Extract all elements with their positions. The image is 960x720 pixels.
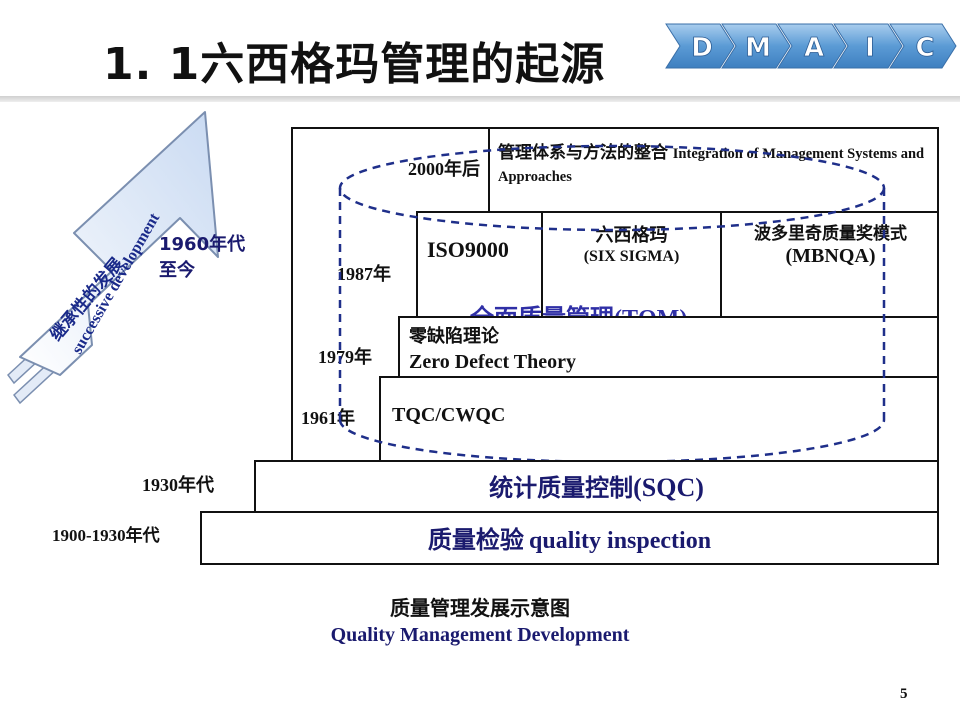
sqc-label: 统计质量控制(SQC) [254, 468, 939, 503]
tqm-cylinder [338, 144, 886, 464]
tqc-cwqc-label: TQC/CWQC [392, 404, 506, 426]
year-1987: 1987年 [337, 264, 391, 284]
dmaic-step-i[interactable]: I [833, 23, 903, 69]
dmaic-step-a[interactable]: A [777, 23, 847, 69]
dmaic-step-i-label: I [865, 33, 875, 63]
sqc-cn: 统计质量控制 [489, 474, 634, 502]
mbnqa-en: (MBNQA) [785, 245, 876, 267]
dmaic-nav: D M A I C [665, 23, 957, 69]
page-title: 1. 1六西格玛管理的起源 [103, 39, 606, 90]
zero-defect-en: Zero Defect Theory [409, 351, 576, 373]
arrow-body [19, 111, 219, 376]
six-sigma-en: (SIX SIGMA) [583, 248, 680, 265]
row-1900 [200, 511, 939, 565]
dmaic-step-c[interactable]: C [889, 23, 957, 69]
zero-defect-cn: 零缺陷理论 [409, 326, 499, 347]
year-2000: 2000年后 [408, 159, 480, 179]
inspection-en: quality inspection [529, 528, 712, 554]
divider-line [720, 212, 722, 318]
dmaic-step-a-label: A [804, 33, 824, 63]
mbnqa-cn: 波多里奇质量奖模式 [754, 224, 907, 244]
dmaic-step-d[interactable]: D [665, 23, 735, 69]
sqc-en: (SQC) [633, 473, 704, 502]
integration-en: Integration of Management Systems and Ap… [498, 146, 925, 185]
inspection-cn: 质量检验 [427, 526, 524, 554]
divider-line [541, 212, 543, 318]
title-underline [0, 96, 960, 102]
successive-development-arrow: 继承性的发展 successive development [6, 111, 219, 405]
caption-cn: 质量管理发展示意图 [390, 596, 570, 620]
row-1979 [398, 316, 939, 384]
year-1930: 1930年代 [142, 475, 214, 495]
dmaic-step-m-label: M [745, 33, 771, 63]
caption-en: Quality Management Development [330, 624, 630, 646]
dmaic-step-d-label: D [691, 33, 713, 63]
dmaic-step-c-label: C [915, 33, 934, 63]
iso9000-label: ISO9000 [427, 237, 509, 262]
inspection-label: 质量检验 quality inspection [200, 520, 939, 555]
dmaic-step-m[interactable]: M [721, 23, 791, 69]
era-1960-label: 1960年代至今 [159, 234, 246, 281]
year-1979: 1979年 [318, 347, 372, 367]
divider-line [488, 128, 490, 212]
page-number: 5 [900, 686, 908, 702]
row-1961 [379, 376, 939, 464]
year-1900: 1900-1930年代 [52, 526, 160, 545]
